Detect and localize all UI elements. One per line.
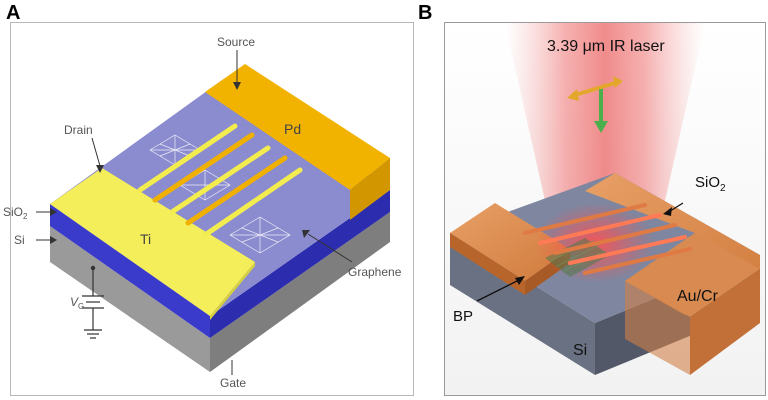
label-drain: Drain <box>64 123 93 137</box>
pd-contact <box>205 64 390 190</box>
label-si-b: Si <box>573 342 587 359</box>
si-layer-front <box>50 226 210 372</box>
panel-a-letter: A <box>6 2 21 24</box>
polarization-arrows <box>567 76 623 133</box>
label-laser: 3.39 μm IR laser <box>547 38 665 55</box>
aucr-pad-right <box>625 233 760 317</box>
label-ti: Ti <box>140 231 151 247</box>
panel-b-diagram: 3.39 μm IR laser SiO2 Au/Cr BP Si <box>445 23 765 395</box>
panel-b-letter: B <box>418 2 433 24</box>
label-graphene: Graphene <box>348 265 402 279</box>
panel-a-frame <box>10 22 414 396</box>
label-pd: Pd <box>284 121 301 137</box>
label-sio2: SiO2 <box>3 205 28 221</box>
sio2-layer-right <box>210 190 390 338</box>
label-sio2-b: SiO2 <box>695 174 726 194</box>
panel-a-diagram: Source Drain Pd Ti SiO2 Si Graphene VG G… <box>3 35 402 390</box>
label-aucr: Au/Cr <box>677 288 719 305</box>
label-vg: VG <box>70 295 84 311</box>
interdigitated-fingers-b <box>523 203 692 275</box>
aucr-contact-left <box>450 203 570 281</box>
panel-b-frame <box>444 22 766 396</box>
label-si: Si <box>14 233 25 247</box>
label-gate: Gate <box>220 376 246 390</box>
si-layer-right <box>210 212 390 372</box>
label-source: Source <box>217 35 255 49</box>
sio2-layer-front <box>50 204 210 338</box>
interdigitated-fingers <box>137 123 303 238</box>
gate-circuit <box>82 268 104 339</box>
ti-contact <box>50 168 255 316</box>
label-bp: BP <box>453 308 473 325</box>
